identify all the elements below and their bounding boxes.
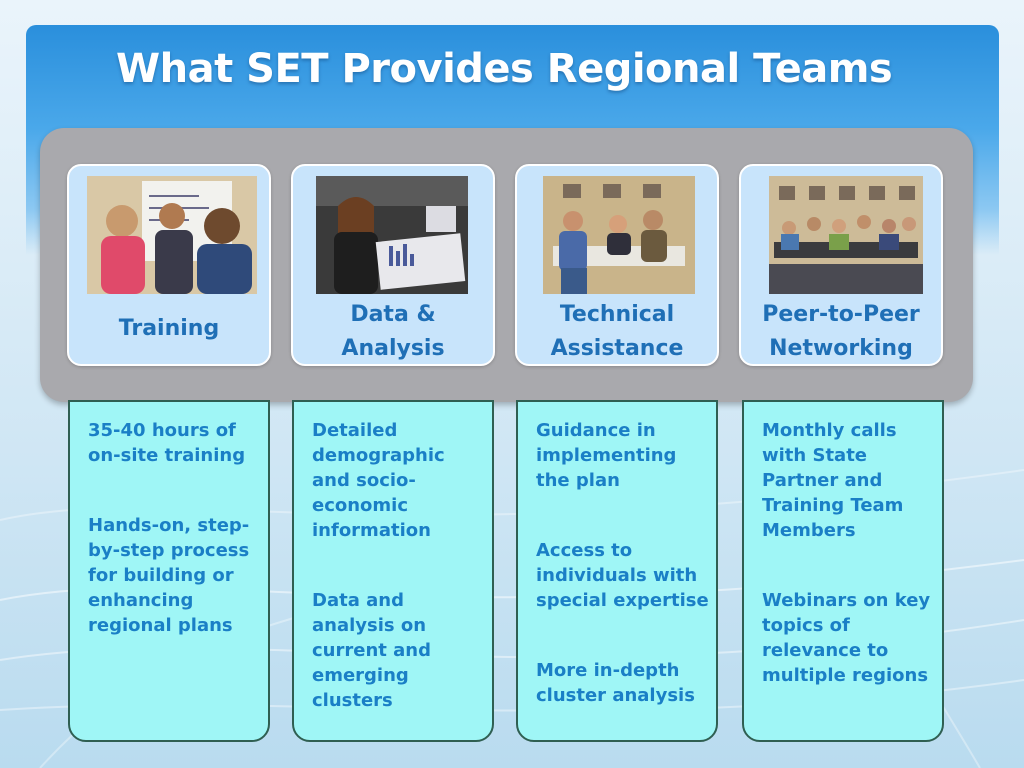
detail-text: Access to individuals with special exper… — [536, 540, 709, 611]
peer-networking-photo — [769, 176, 923, 294]
detail-card-training: 35-40 hours of on-site training Hands-on… — [68, 400, 270, 742]
detail-text: Detailed demographic and socio- economic… — [312, 420, 445, 541]
heading-card-peer-networking: Peer-to-Peer Networking — [739, 164, 943, 366]
slide-title: What SET Provides Regional Teams — [116, 46, 893, 92]
detail-text: More in-depth cluster analysis — [536, 660, 695, 706]
detail-text: Guidance in implementing the plan — [536, 420, 677, 491]
detail-text: Monthly calls with State Partner and Tra… — [762, 420, 904, 541]
technical-assistance-photo — [543, 176, 695, 294]
heading-card-technical-assistance: Technical Assistance — [515, 164, 719, 366]
heading-label: Training — [118, 316, 220, 341]
detail-text: 35-40 hours of on-site training — [88, 420, 246, 466]
heading-card-data-analysis: Data & Analysis — [291, 164, 495, 366]
detail-text: Data and analysis on current and emergin… — [312, 590, 431, 711]
detail-text: Hands-on, step- by-step process for buil… — [88, 515, 250, 636]
training-photo — [87, 176, 257, 294]
detail-card-technical-assistance: Guidance in implementing the plan Access… — [516, 400, 718, 742]
detail-card-data-analysis: Detailed demographic and socio- economic… — [292, 400, 494, 742]
heading-card-training: Training — [67, 164, 271, 366]
heading-label: Peer-to-Peer Networking — [762, 302, 920, 361]
heading-label: Data & Analysis — [341, 302, 445, 361]
heading-label: Technical Assistance — [550, 302, 684, 361]
detail-card-peer-networking: Monthly calls with State Partner and Tra… — [742, 400, 944, 742]
detail-text: Webinars on key topics of relevance to m… — [762, 590, 931, 686]
data-analysis-photo — [316, 176, 468, 294]
